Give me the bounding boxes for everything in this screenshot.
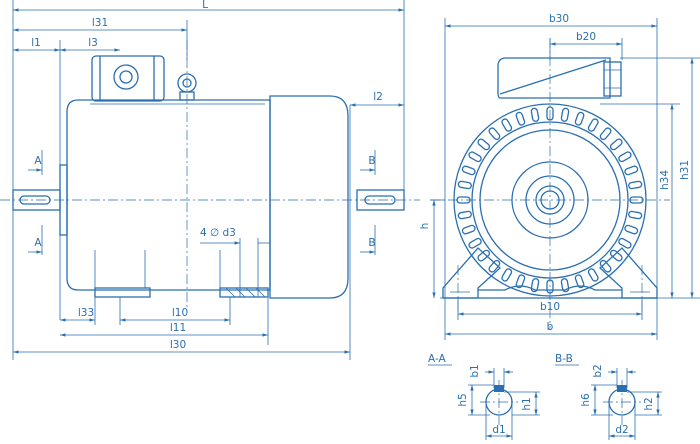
cooling-fin-slot <box>574 274 585 289</box>
section-b-b: B-B b2 h6 h2 d2 <box>555 353 662 440</box>
label-h5: h5 <box>457 393 469 406</box>
cooling-fin-slot <box>477 249 491 262</box>
cooling-fin-slot <box>461 224 476 235</box>
cooling-fin-slot <box>461 165 476 176</box>
cooling-fin-slot <box>488 127 501 141</box>
cooling-fin-slot <box>468 237 482 249</box>
terminal-box-front <box>497 57 622 99</box>
label-l30: l30 <box>170 339 186 351</box>
cooling-fin-slot <box>477 138 491 151</box>
dimension-b30: b30 <box>445 13 657 28</box>
cooling-fin-slot <box>628 180 643 190</box>
dimension-l1: l1 <box>13 37 60 52</box>
cooling-fin-slot <box>618 237 632 249</box>
cooling-fin-slot <box>457 180 472 190</box>
label-l2: l2 <box>373 91 383 103</box>
dimension-b20: b20 <box>550 31 622 46</box>
label-b1: b1 <box>469 364 481 377</box>
dimension-h31: h31 <box>679 58 694 298</box>
label-b10: b10 <box>540 301 560 313</box>
lifting-eye <box>177 73 197 101</box>
label-d2: d2 <box>615 424 628 436</box>
label-B-top: B <box>368 155 375 167</box>
section-marker-B: B B <box>360 150 376 255</box>
cooling-fin-slot <box>587 118 599 132</box>
cooling-fin-slot <box>530 107 540 122</box>
label-h31: h31 <box>679 160 691 180</box>
cooling-fin-slot <box>599 259 612 273</box>
section-a-a: A-A b1 h5 h1 d1 <box>428 353 540 440</box>
label-h2: h2 <box>643 397 655 410</box>
label-hole: 4 ∅ d3 <box>200 227 236 239</box>
cooling-fin-slot <box>618 151 632 163</box>
dimension-b10: b10 <box>458 301 642 316</box>
cooling-fin-slot <box>515 274 526 289</box>
label-b20: b20 <box>576 31 596 43</box>
label-b30: b30 <box>549 13 569 25</box>
cooling-fin-slot <box>468 151 482 163</box>
label-A-bottom: A <box>34 237 42 249</box>
terminal-box <box>91 55 165 102</box>
section-marker-A: A A <box>28 150 42 255</box>
dimension-l33: l33 <box>59 307 95 322</box>
cooling-fin-slot <box>624 224 639 235</box>
cooling-fin-slot <box>574 111 585 126</box>
label-A-top: A <box>34 155 42 167</box>
label-b2: b2 <box>592 364 604 377</box>
dimension-l3: l3 <box>59 37 120 52</box>
cooling-fin-slot <box>587 268 599 282</box>
side-view: L l31 l1 l3 l2 <box>0 0 420 360</box>
label-B-bottom: B <box>368 237 375 249</box>
label-h6: h6 <box>580 393 592 407</box>
cooling-fin-slot <box>560 107 570 122</box>
label-l11: l11 <box>170 322 186 334</box>
label-h34: h34 <box>659 170 671 190</box>
dimension-hole-d3: 4 ∅ d3 <box>200 227 270 297</box>
label-l10: l10 <box>172 307 188 319</box>
cooling-fin-slot <box>457 210 472 220</box>
cooling-fin-slot <box>530 278 540 293</box>
dimension-L: L <box>13 0 404 12</box>
label-d1: d1 <box>492 424 505 436</box>
cooling-fin-slot <box>488 259 501 273</box>
label-l1: l1 <box>31 37 41 49</box>
cooling-fin-slot <box>628 210 643 220</box>
cooling-fin-slot <box>501 118 513 132</box>
section-aa-title: A-A <box>428 353 447 365</box>
cooling-fin-slot <box>501 268 513 282</box>
label-b: b <box>547 321 554 333</box>
label-l33: l33 <box>78 307 94 319</box>
dimension-l31-top: l31 <box>13 17 187 32</box>
cooling-fin-slot <box>609 249 623 262</box>
cooling-fin-slot <box>599 127 612 141</box>
front-view: b30 b20 <box>419 13 700 340</box>
label-L: L <box>202 0 208 11</box>
label-h1: h1 <box>521 397 533 410</box>
label-l31-top: l31 <box>92 17 108 29</box>
dimension-h34: h34 <box>659 104 674 298</box>
section-bb-title: B-B <box>555 353 573 365</box>
cooling-fin-slot <box>560 278 570 293</box>
dimension-l10: l10 <box>120 307 230 322</box>
dimension-b: b <box>445 321 657 336</box>
dimension-h: h <box>419 199 445 298</box>
label-h: h <box>419 223 431 230</box>
motor-body <box>59 95 349 299</box>
cooling-fin-slot <box>609 138 623 151</box>
dimension-l30: l30 <box>13 339 350 354</box>
dimension-l11: l11 <box>59 322 268 337</box>
label-l3: l3 <box>88 37 98 49</box>
motor-feet <box>94 250 269 298</box>
cooling-fin-slot <box>515 111 526 126</box>
dimension-l2: l2 <box>350 91 404 107</box>
cooling-fin-slot <box>624 165 639 176</box>
